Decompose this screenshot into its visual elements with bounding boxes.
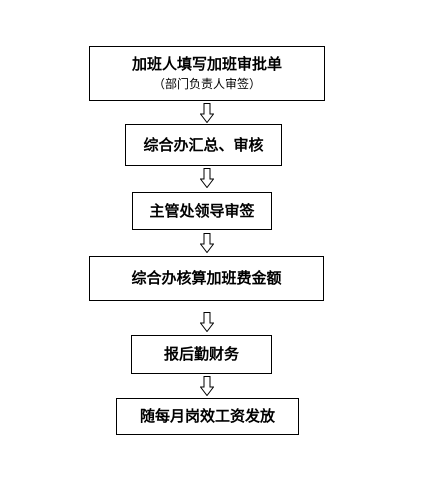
hollow-down-arrow-icon	[200, 103, 214, 123]
hollow-down-arrow-icon	[200, 168, 214, 188]
hollow-down-arrow-icon	[200, 376, 214, 396]
step-box-2: 综合办汇总、审核	[125, 124, 282, 166]
step-label-3: 主管处领导审签	[149, 201, 255, 220]
step-label-5: 报后勤财务	[163, 345, 239, 364]
step-label-2: 综合办汇总、审核	[143, 135, 264, 154]
hollow-down-arrow-icon	[200, 312, 214, 332]
step-box-6: 随每月岗效工资发放	[116, 398, 299, 435]
step-note-1: （部门负责人审签）	[152, 76, 261, 91]
step-label-4: 综合办核算加班费金额	[131, 269, 282, 288]
step-label-6: 随每月岗效工资发放	[139, 407, 275, 426]
hollow-down-arrow-icon	[200, 233, 214, 253]
step-label-1: 加班人填写加班审批单	[131, 55, 282, 74]
step-box-3: 主管处领导审签	[132, 192, 272, 230]
step-box-1: 加班人填写加班审批单 （部门负责人审签）	[89, 46, 325, 101]
step-box-4: 综合办核算加班费金额	[89, 256, 324, 301]
step-box-5: 报后勤财务	[131, 335, 272, 374]
